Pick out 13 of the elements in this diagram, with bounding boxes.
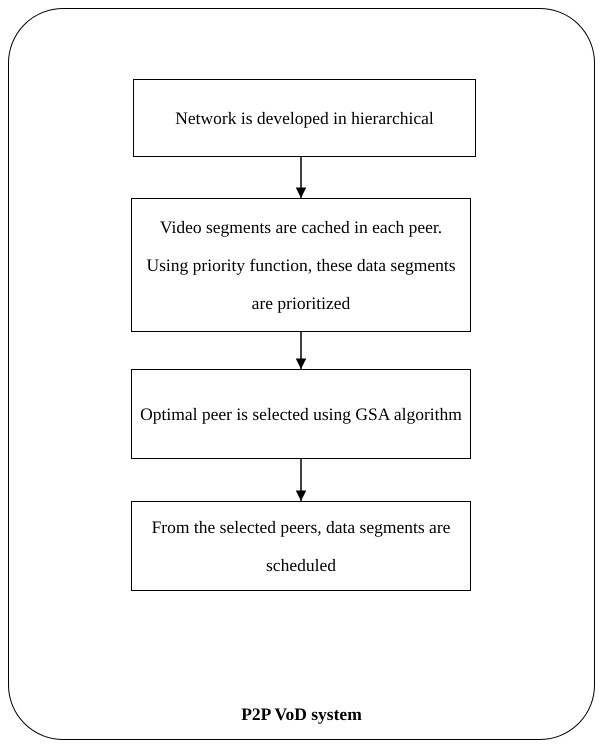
arrow: [296, 332, 306, 369]
process-box: [131, 369, 471, 459]
arrow: [296, 157, 306, 198]
box-text: Video segments are cached in each peer. Using priority function, these data segments are prioritized: [145, 216, 457, 315]
box-text: From the selected peers, data segments are scheduled: [150, 516, 452, 577]
box-text: Network is developed in hierarchical: [175, 107, 434, 130]
process-box: [131, 198, 471, 332]
arrow: [296, 459, 306, 501]
box-text: Optimal peer is selected using GSA algorithm: [140, 403, 462, 426]
process-box: [133, 79, 476, 157]
system-boundary: [8, 8, 595, 740]
boundary-title: P2P VoD system: [240, 704, 363, 725]
process-box: [131, 501, 471, 591]
